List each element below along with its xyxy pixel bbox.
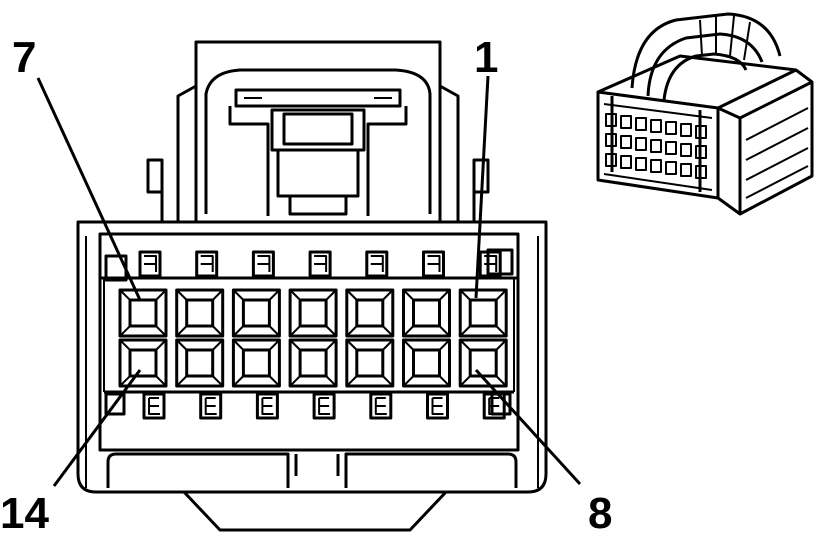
connector-housing [76, 220, 548, 532]
connector-latch [146, 40, 490, 222]
cavity [231, 288, 281, 338]
connector-isometric-view [596, 12, 814, 216]
iso-cavity [680, 123, 692, 137]
iso-cavity [605, 113, 617, 127]
iso-cavity [695, 145, 707, 159]
iso-cavity [620, 115, 632, 129]
iso-cavity [605, 133, 617, 147]
lower-window [369, 392, 393, 420]
upper-window [138, 250, 162, 278]
iso-cavity [635, 157, 647, 171]
leader-line-8 [474, 368, 582, 486]
iso-cavity [695, 125, 707, 139]
isometric-cavities [605, 113, 707, 179]
lower-window [312, 392, 336, 420]
iso-cavity [665, 121, 677, 135]
cavity [288, 338, 338, 388]
cavity [175, 338, 225, 388]
leader-line-7 [36, 77, 142, 301]
cavity [345, 288, 395, 338]
cavity [402, 338, 451, 388]
iso-cavity [650, 119, 662, 133]
upper-window [422, 250, 445, 278]
iso-cavity [605, 153, 617, 167]
upper-window [251, 250, 275, 278]
iso-cavity [680, 143, 692, 157]
upper-window [308, 250, 332, 278]
cavity [175, 288, 225, 338]
iso-cavity [620, 135, 632, 149]
iso-cavity [650, 159, 662, 173]
upper-window [195, 250, 219, 278]
cavity [231, 338, 281, 388]
pin-label-1: 1 [474, 33, 498, 82]
cavity [288, 288, 338, 338]
cavity [118, 338, 168, 388]
lower-window [255, 392, 279, 420]
iso-cavity [620, 155, 632, 169]
lower-window [482, 392, 506, 420]
upper-window [478, 250, 502, 278]
terminal-cavities [118, 288, 508, 388]
pin-label-8: 8 [588, 489, 612, 538]
iso-cavity [665, 161, 677, 175]
upper-window [365, 250, 389, 278]
pin-label-14: 14 [0, 489, 49, 538]
cavity [345, 338, 395, 388]
cavity [118, 288, 168, 338]
lower-window [142, 392, 166, 420]
iso-cavity [635, 137, 647, 151]
leader-lines [36, 75, 582, 487]
iso-cavity [665, 141, 677, 155]
iso-cavity [635, 117, 647, 131]
cavity [458, 288, 508, 338]
pin-label-7: 7 [12, 33, 36, 82]
iso-cavity [680, 163, 692, 177]
iso-cavity [650, 139, 662, 153]
leader-line-1 [474, 75, 490, 299]
lower-terminal-windows [142, 392, 506, 420]
iso-cavity [695, 165, 707, 179]
lower-window [426, 392, 449, 420]
leader-line-14 [52, 369, 142, 487]
lower-window [199, 392, 223, 420]
upper-terminal-windows [138, 250, 502, 278]
cavity [402, 288, 451, 338]
